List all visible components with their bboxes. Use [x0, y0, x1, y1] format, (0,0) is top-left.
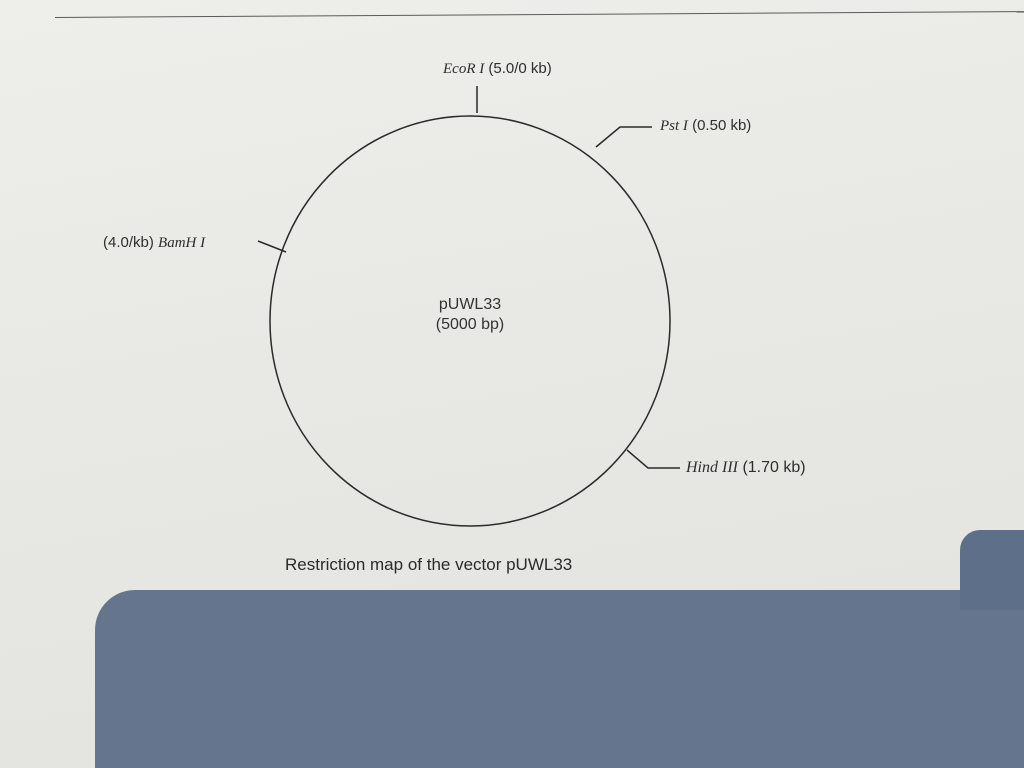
psti-site-tick	[595, 126, 652, 148]
figure-caption: Restriction map of the vector pUWL33	[285, 555, 573, 574]
hindiii-label: Hind III (1.70 kb)	[686, 459, 806, 477]
psti-position: (0.50 kb)	[692, 117, 752, 134]
bamhi-enzyme: BamH I	[158, 235, 206, 251]
bamhi-position: (4.0/kb)	[103, 234, 154, 251]
plasmid-size: (5000 bp)	[435, 316, 505, 333]
ecori-enzyme: EcoR I	[443, 61, 485, 77]
hindiii-site-tick	[626, 449, 680, 469]
psti-label: Pst I (0.50 kb)	[660, 117, 751, 135]
hindiii-enzyme: Hind III	[686, 459, 738, 476]
plasmid-name: pUWL33	[438, 296, 502, 313]
hindiii-position: (1.70 kb)	[742, 459, 806, 476]
bamhi-site-tick	[257, 240, 287, 253]
plasmid-center-label: pUWL33 (5000 bp)	[390, 295, 550, 335]
plasmid-circle	[269, 115, 671, 527]
bamhi-label: (4.0/kb) BamH I	[103, 234, 205, 252]
shadow-overlay	[95, 590, 1024, 768]
ecori-label: EcoR I (5.0/0 kb)	[443, 60, 552, 78]
shadow-overlay-edge	[960, 530, 1024, 610]
psti-enzyme: Pst I	[660, 118, 688, 134]
ecori-position: (5.0/0 kb)	[488, 60, 552, 77]
